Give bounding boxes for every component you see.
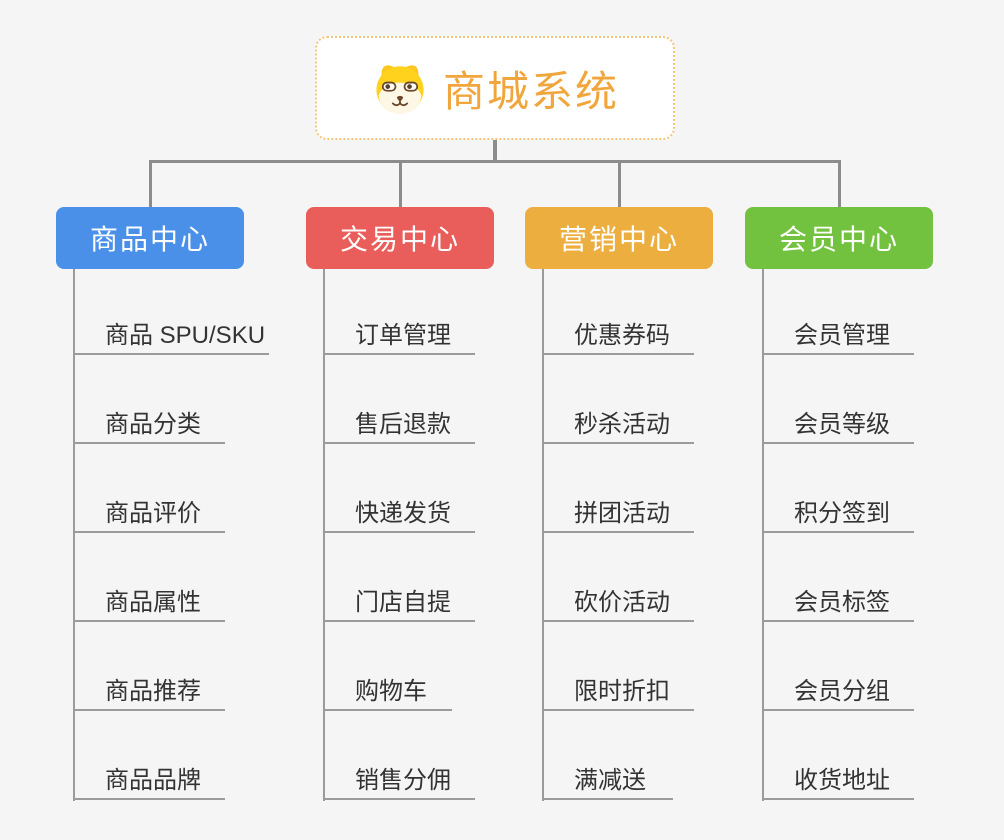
root-title: 商城系统: [442, 67, 619, 115]
branch-node-trade-center[interactable]: 交易中心: [306, 207, 494, 269]
dog-face-icon: [376, 65, 424, 114]
spine-trade-center: [323, 269, 325, 801]
branch-node-product-center[interactable]: 商品中心: [56, 207, 244, 269]
child-node[interactable]: 限时折扣: [542, 677, 694, 711]
child-node[interactable]: 快递发货: [323, 499, 475, 533]
child-node[interactable]: 商品 SPU/SKU: [73, 321, 269, 355]
connector-stub-marketing-center: [618, 160, 621, 208]
child-node[interactable]: 商品评价: [73, 499, 225, 533]
child-node[interactable]: 订单管理: [323, 321, 475, 355]
spine-member-center: [762, 269, 764, 801]
connector-root-stub: [493, 140, 497, 163]
connector-stub-member-center: [838, 160, 841, 208]
child-node[interactable]: 商品推荐: [73, 677, 225, 711]
branch-node-member-center[interactable]: 会员中心: [745, 207, 933, 269]
connector-stub-trade-center: [399, 160, 402, 208]
child-node[interactable]: 会员标签: [762, 588, 914, 622]
child-node[interactable]: 商品属性: [73, 588, 225, 622]
spine-marketing-center: [542, 269, 544, 801]
spine-product-center: [73, 269, 75, 801]
child-node[interactable]: 售后退款: [323, 410, 475, 444]
child-node[interactable]: 购物车: [323, 677, 452, 711]
connector-stub-product-center: [149, 160, 152, 208]
child-node[interactable]: 满减送: [542, 766, 673, 800]
child-node[interactable]: 收货地址: [762, 766, 914, 800]
child-node[interactable]: 秒杀活动: [542, 410, 694, 444]
child-node[interactable]: 门店自提: [323, 588, 475, 622]
child-node[interactable]: 商品品牌: [73, 766, 225, 800]
child-node[interactable]: 砍价活动: [542, 588, 694, 622]
connector-bus: [149, 160, 841, 163]
child-node[interactable]: 拼团活动: [542, 499, 694, 533]
child-node[interactable]: 会员分组: [762, 677, 914, 711]
root-node[interactable]: 商城系统: [315, 36, 675, 140]
child-node[interactable]: 会员管理: [762, 321, 914, 355]
child-node[interactable]: 销售分佣: [323, 766, 475, 800]
child-node[interactable]: 会员等级: [762, 410, 914, 444]
branch-node-marketing-center[interactable]: 营销中心: [525, 207, 713, 269]
child-node[interactable]: 商品分类: [73, 410, 225, 444]
child-node[interactable]: 优惠券码: [542, 321, 694, 355]
child-node[interactable]: 积分签到: [762, 499, 914, 533]
